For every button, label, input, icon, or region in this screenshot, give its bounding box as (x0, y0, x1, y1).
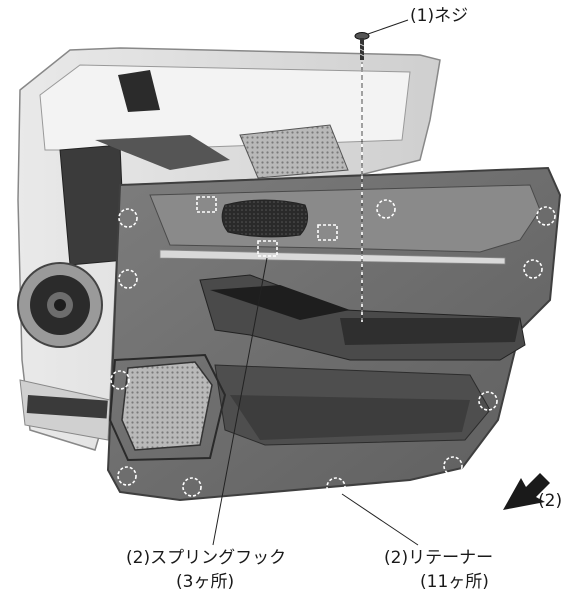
door-trim-panel (106, 166, 562, 502)
retainer-count: (11ヶ所) (420, 572, 489, 592)
retainer-markers (110, 199, 556, 497)
door-frame (17, 47, 441, 451)
direction-arrow (503, 473, 550, 510)
retainer-label: (2)リテーナー (384, 548, 494, 568)
spring-hook-markers (196, 196, 338, 257)
spring-hook-count: (3ヶ所) (176, 572, 235, 592)
arrow-callout-label: (2) (538, 491, 563, 511)
spring-hook-label: (2)スプリングフック (126, 548, 287, 568)
leader-lines (212, 257, 419, 546)
screw-label: (1)ネジ (410, 6, 469, 26)
screw-marker (354, 19, 409, 322)
